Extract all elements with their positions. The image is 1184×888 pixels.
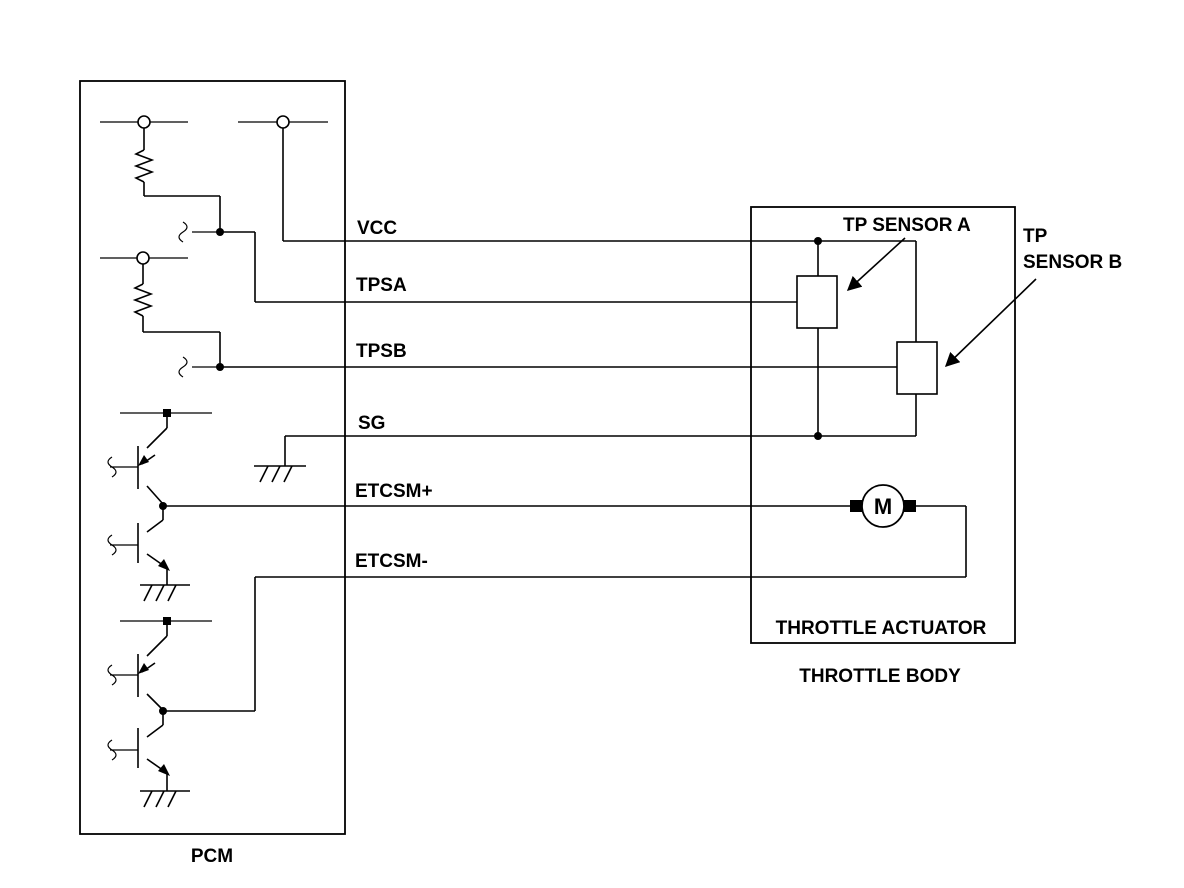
motor-symbol: M (850, 484, 916, 528)
pull-up-resistor-1 (133, 128, 256, 302)
tp-sensor-a (796, 237, 838, 440)
tpsa-label: TPSA (356, 275, 407, 296)
pull-up-resistor-2 (132, 264, 224, 378)
motor-label: M (874, 494, 892, 519)
sg-ground-symbol (254, 436, 306, 483)
tp-sensor-a-label: TP SENSOR A (843, 215, 971, 236)
pcm-box (79, 80, 346, 835)
tp-sensor-b-label-line2: SENSOR B (1023, 252, 1122, 273)
wire-vcc (282, 128, 916, 242)
pcm-label: PCM (191, 846, 233, 867)
tp-sensor-b-label-line1: TP (1023, 226, 1048, 247)
tp-sensor-a-pointer (846, 237, 906, 291)
vcc-label: VCC (357, 218, 397, 239)
tp-sensor-b-pointer (944, 278, 1037, 368)
motor-driver-upper (107, 409, 212, 602)
sg-label: SG (358, 413, 385, 434)
etcsm-plus-label: ETCSM+ (355, 481, 433, 502)
tpsb-label: TPSB (356, 341, 407, 362)
throttle-actuator-box (750, 206, 1016, 644)
throttle-body-label: THROTTLE BODY (799, 666, 961, 687)
wire-etcsm-minus (163, 505, 967, 712)
pcm-supply-terminals (100, 115, 328, 265)
motor-driver-lower (107, 617, 212, 808)
tp-sensor-b (896, 241, 938, 436)
etcsm-minus-label: ETCSM- (355, 551, 428, 572)
throttle-actuator-label: THROTTLE ACTUATOR (776, 618, 987, 639)
